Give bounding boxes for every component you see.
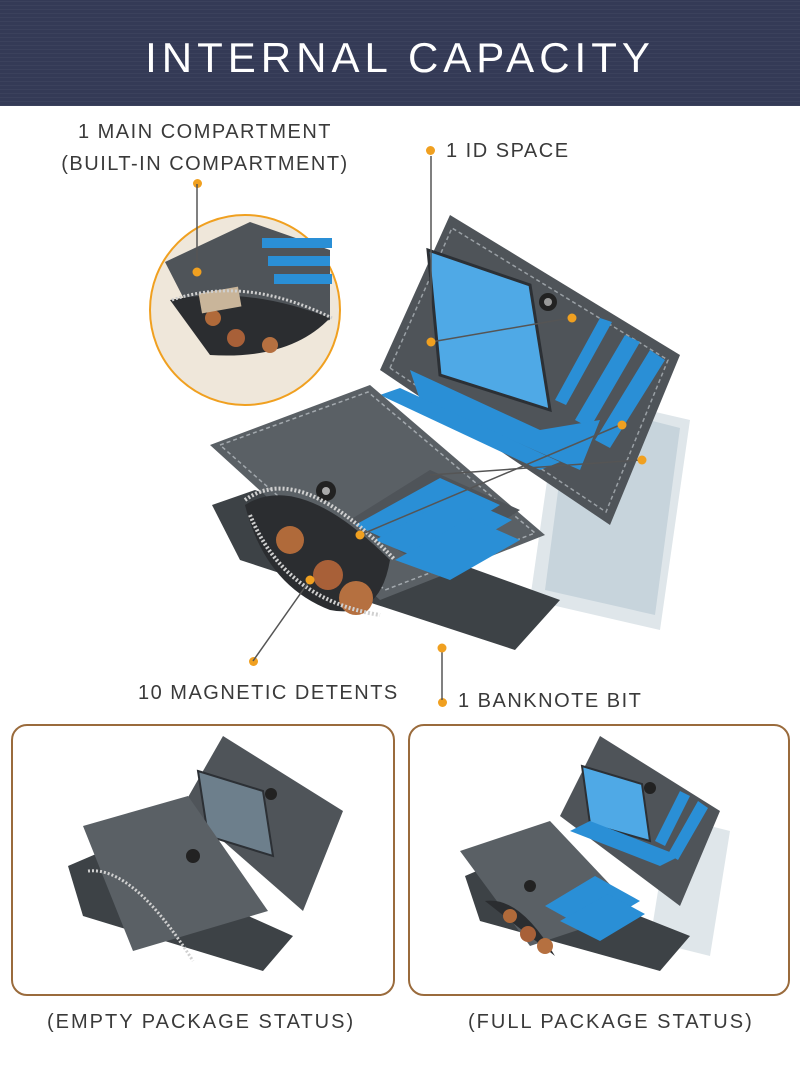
- callout-magnetic-detents: 10 MAGNETIC DETENTS: [138, 682, 399, 704]
- callout-dot-banknote: [438, 698, 447, 707]
- callout-dot-main: [193, 179, 202, 188]
- callout-leader-lines: [196, 156, 641, 700]
- callout-main-compartment-line2: (BUILT-IN COMPARTMENT): [61, 153, 349, 175]
- main-wallet-illustration: [149, 156, 690, 700]
- wallet-back-panel: [380, 215, 680, 525]
- callout-dot-id: [426, 146, 435, 155]
- callout-banknote-bit: 1 BANKNOTE BIT: [458, 690, 643, 712]
- full-status-panel: [408, 724, 790, 996]
- wallet-front-panel: [210, 385, 560, 650]
- caption-full-status: (FULL PACKAGE STATUS): [468, 1011, 754, 1033]
- page-title: INTERNAL CAPACITY: [145, 34, 655, 81]
- callout-id-space: 1 ID SPACE: [446, 140, 570, 162]
- empty-wallet-image: [68, 736, 343, 971]
- callout-dot-magnetic: [249, 657, 258, 666]
- header-banner: INTERNAL CAPACITY: [0, 0, 800, 106]
- caption-empty-status: (EMPTY PACKAGE STATUS): [47, 1011, 356, 1033]
- zoom-inset-circle: [149, 214, 341, 406]
- empty-status-panel: [11, 724, 395, 996]
- full-wallet-image: [460, 736, 730, 971]
- callout-main-compartment-line1: 1 MAIN COMPARTMENT: [77, 121, 333, 143]
